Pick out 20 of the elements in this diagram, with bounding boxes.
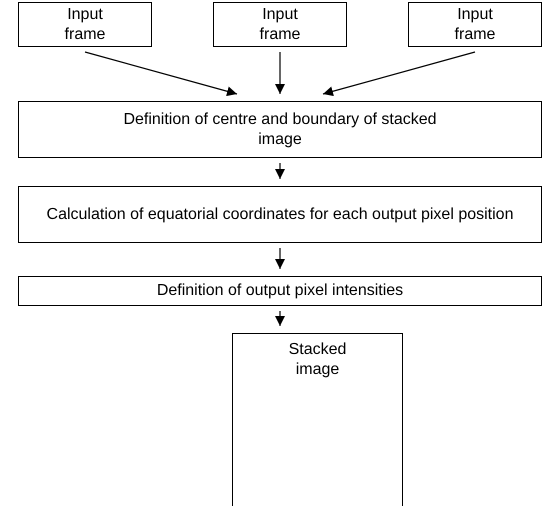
arrow — [322, 51, 476, 96]
arrow — [84, 51, 238, 96]
arrow — [275, 311, 285, 326]
process-box — [408, 2, 542, 47]
process-box — [18, 276, 542, 306]
arrow — [275, 52, 285, 94]
process-box — [232, 333, 403, 506]
step-text: Definition of output pixel intensities — [156, 281, 404, 301]
process-box — [18, 101, 542, 158]
process-box — [18, 2, 152, 47]
step-text: Calculation of equatorial coordinates for each output pixel position — [46, 204, 514, 224]
arrow — [275, 163, 285, 179]
step-text: Input frame — [64, 4, 106, 44]
step-text: Definition of centre and boundary of stacked image — [122, 110, 438, 150]
arrow — [275, 248, 285, 269]
step-text: Input frame — [258, 4, 302, 44]
process-box — [18, 186, 542, 243]
step-text: Stacked image — [288, 340, 348, 380]
step-text: Input frame — [454, 4, 496, 44]
process-box — [213, 2, 347, 47]
